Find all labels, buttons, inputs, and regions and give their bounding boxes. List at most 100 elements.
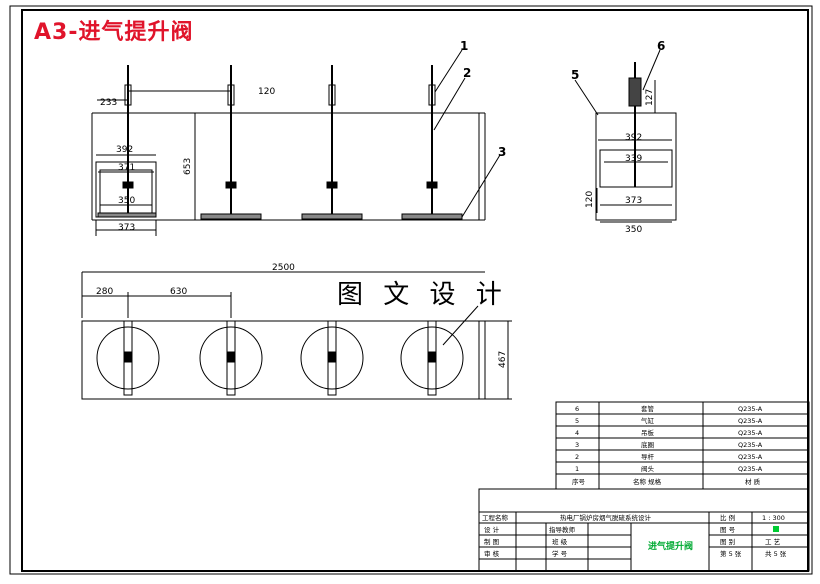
valve-plate-2 — [200, 213, 262, 220]
dim-text-2500: 2500 — [272, 263, 295, 273]
valve-circle-3 — [300, 326, 364, 390]
tb-stage-label: 图 别 — [720, 537, 735, 546]
part-no: 4 — [575, 429, 579, 437]
parts-header-no: 序号 — [572, 477, 586, 486]
tb-label-student-id: 学 号 — [552, 549, 568, 558]
top-hub-1 — [123, 351, 133, 363]
side-sleeve — [628, 77, 642, 107]
leader-3 — [461, 154, 501, 218]
top-hub-4 — [427, 351, 437, 363]
tb-stage-value: 工 艺 — [765, 538, 781, 546]
valve-plate-4 — [401, 213, 463, 220]
dim-text-280: 280 — [96, 287, 113, 297]
cylinder-1 — [124, 84, 132, 106]
leader-6 — [642, 49, 661, 91]
top-housing — [81, 320, 486, 400]
valve-circle-4 — [400, 326, 464, 390]
dim-text-392-side: 392 — [625, 133, 642, 143]
leader-5 — [574, 79, 599, 116]
title-block — [478, 488, 810, 572]
part-name: 套管 — [641, 404, 655, 413]
tb-scale-label: 比 例 — [720, 513, 735, 522]
dim-text-630: 630 — [170, 287, 187, 297]
valve-circle-1 — [96, 326, 160, 390]
dim-text-653: 653 — [183, 158, 193, 175]
clamp-4 — [426, 181, 438, 189]
watermark-text: 图 文 设 计 — [337, 280, 508, 310]
dim-text-339: 339 — [625, 154, 642, 164]
parts-table-text: 6 套管 Q235-A 5 气缸 Q235-A 4 吊板 Q235-A 3 底圈… — [572, 404, 763, 486]
parts-header-material: 材 质 — [745, 477, 761, 486]
tb-label-advisor: 指导教师 — [549, 525, 576, 534]
parts-table — [555, 401, 810, 490]
dim-text-350-side: 350 — [625, 225, 642, 235]
valve-circle-2 — [199, 326, 263, 390]
dim-text-350: 350 — [118, 196, 135, 206]
dim-text-120-side: 120 — [585, 191, 595, 208]
part-material: Q235-A — [738, 405, 763, 413]
left-inner-box — [99, 169, 153, 215]
sheet-title: A3-进气提升阀 — [34, 20, 194, 45]
part-material: Q235-A — [738, 417, 763, 425]
dim-text-371: 371 — [118, 163, 135, 173]
dim-text-233: 233 — [100, 98, 117, 108]
cylinder-3 — [328, 84, 336, 106]
tb-label-design: 设 计 — [484, 525, 500, 534]
callout-5: 5 — [571, 68, 579, 82]
part-name: 导杆 — [641, 452, 655, 461]
dim-text-120: 120 — [258, 87, 275, 97]
valve-plate-1 — [97, 212, 157, 218]
tb-project-name: 热电厂锅炉房烟气脱硫系统设计 — [560, 513, 652, 522]
tb-page-label: 第 5 张 — [720, 549, 742, 558]
part-no: 2 — [575, 453, 579, 461]
part-name: 阀头 — [641, 464, 655, 473]
top-view — [81, 271, 512, 400]
tb-label-draw: 制 图 — [484, 537, 499, 546]
front-view — [91, 49, 501, 236]
callout-3: 3 — [498, 145, 506, 159]
dim-text-373-side: 373 — [625, 196, 642, 206]
parts-header-name: 名称 规格 — [633, 477, 662, 486]
part-no: 1 — [575, 465, 579, 473]
part-name: 底圈 — [641, 440, 654, 449]
part-material: Q235-A — [738, 441, 763, 449]
parts-table-frame — [555, 401, 810, 490]
side-view — [574, 49, 677, 223]
tb-sheet-marker — [773, 526, 779, 532]
dim-text-467: 467 — [498, 351, 508, 368]
tb-scale-value: 1 : 300 — [762, 514, 785, 522]
callout-6: 6 — [657, 39, 665, 53]
tb-project-label: 工程名称 — [482, 513, 509, 522]
tb-total-label: 共 5 张 — [765, 549, 787, 558]
top-hub-3 — [327, 351, 337, 363]
inner-border — [21, 9, 809, 572]
clamp-3 — [326, 181, 338, 189]
dim-text-373: 373 — [118, 223, 135, 233]
part-material: Q235-A — [738, 465, 763, 473]
dim-text-392: 392 — [116, 145, 133, 155]
part-no: 6 — [575, 405, 579, 413]
part-no: 5 — [575, 417, 579, 425]
part-material: Q235-A — [738, 429, 763, 437]
callout-1: 1 — [460, 39, 468, 53]
title-block-frame — [478, 488, 810, 572]
dim-text-127: 127 — [645, 89, 655, 106]
tb-sheet-label: 图 号 — [720, 526, 736, 534]
cylinder-4 — [428, 84, 436, 106]
part-name: 气缸 — [641, 416, 655, 425]
leader-4 — [442, 305, 479, 346]
title-block-text: 工程名称 热电厂锅炉房烟气脱硫系统设计 设 计 制 图 审 核 指导教师 班 级… — [482, 513, 787, 558]
part-name: 吊板 — [641, 428, 655, 437]
cylinder-2 — [227, 84, 235, 106]
leader-1 — [434, 49, 463, 93]
valve-plate-3 — [301, 213, 363, 220]
part-no: 3 — [575, 441, 579, 449]
clamp-1 — [122, 181, 134, 189]
callout-2: 2 — [463, 66, 471, 80]
leader-2 — [433, 77, 466, 131]
tb-label-review: 审 核 — [484, 549, 500, 558]
tb-drawing-name: 进气提升阀 — [648, 540, 693, 552]
top-hub-2 — [226, 351, 236, 363]
